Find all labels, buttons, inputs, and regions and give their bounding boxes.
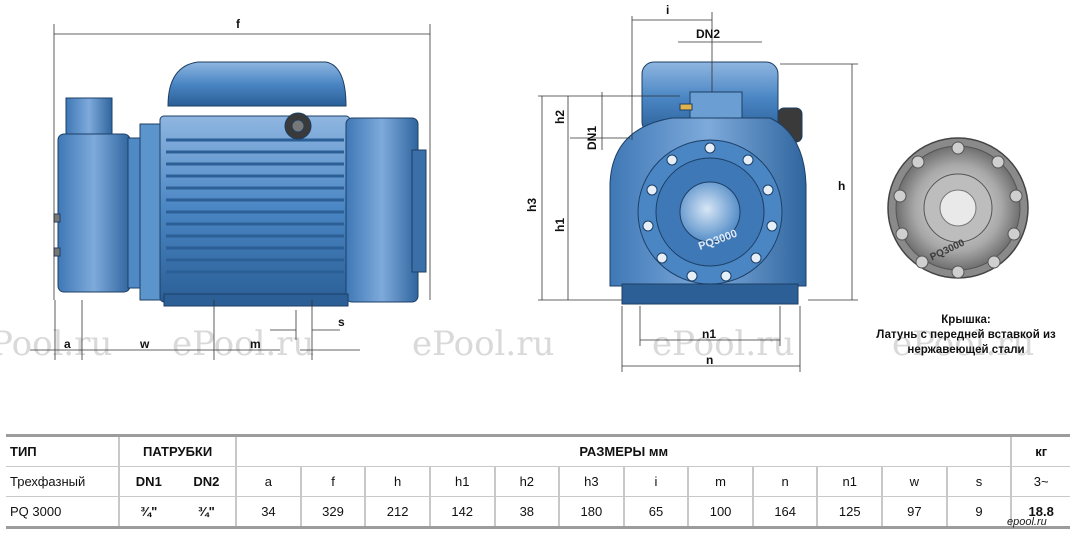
brand-logo-text: epool.ru xyxy=(1007,516,1047,528)
dim-dn2-label: DN2 xyxy=(696,27,720,41)
cover-caption: Крышка: Латунь с передней вставкой из не… xyxy=(856,313,1076,358)
col-f: f xyxy=(299,466,366,497)
header-ports: ПАТРУБКИ xyxy=(118,434,237,467)
dim-i-label: i xyxy=(666,3,669,17)
val-a: 34 xyxy=(235,496,301,529)
row-dn2: ¾" xyxy=(177,496,237,529)
cover-caption-title: Крышка: xyxy=(941,314,991,326)
row-dn1: ¾" xyxy=(118,496,178,529)
col-n1: n1 xyxy=(816,466,883,497)
table-row: PQ 3000 ¾" ¾" 34 329 212 142 38 180 65 1… xyxy=(6,496,1070,529)
watermark: ePool.ru xyxy=(652,324,794,364)
header-type: ТИП xyxy=(6,434,120,467)
watermark: ePool.ru xyxy=(412,324,554,364)
val-h: 212 xyxy=(364,496,430,529)
col-n: n xyxy=(751,466,818,497)
col-s: s xyxy=(945,466,1012,497)
watermark: ePool.ru xyxy=(0,324,112,364)
subheader-dn1: DN1 xyxy=(118,466,178,497)
row-weight: 18.8 xyxy=(1010,496,1070,529)
technical-drawing: ePool.ru ePool.ru ePool.ru ePool.ru ePoo… xyxy=(0,3,1034,372)
pump-side-view xyxy=(53,61,427,307)
val-h1: 142 xyxy=(428,496,495,529)
cover-caption-material: Латунь с передней вставкой из xyxy=(876,329,1056,341)
val-s: 9 xyxy=(945,496,1012,529)
dim-h1-label: h1 xyxy=(553,218,567,232)
val-n1: 125 xyxy=(816,496,883,529)
table-subheader-row: Трехфазный DN1 DN2 a f h h1 h2 h3 i m n … xyxy=(6,466,1070,497)
col-h2: h2 xyxy=(493,466,560,497)
col-m: m xyxy=(687,466,753,497)
cover-illustration xyxy=(887,137,1029,279)
col-a: a xyxy=(235,466,301,497)
col-w: w xyxy=(881,466,947,497)
header-dimensions: РАЗМЕРЫ мм xyxy=(235,434,1012,467)
watermark: ePool.ru xyxy=(172,324,314,364)
val-h3: 180 xyxy=(558,496,624,529)
header-weight: кг xyxy=(1010,434,1070,467)
side-view-dimensions xyxy=(30,24,431,360)
dim-m-label: m xyxy=(250,337,261,351)
col-h: h xyxy=(364,466,430,497)
dim-h2-label: h2 xyxy=(553,110,567,124)
front-view-dimensions xyxy=(538,12,858,372)
row-model: PQ 3000 xyxy=(6,496,120,529)
subheader-dn2: DN2 xyxy=(177,466,237,497)
specification-table: ТИП ПАТРУБКИ РАЗМЕРЫ мм кг Трехфазный DN… xyxy=(6,434,1070,529)
dim-s-label: s xyxy=(338,315,345,329)
val-w: 97 xyxy=(881,496,947,529)
dim-f-label: f xyxy=(236,17,241,31)
watermark: ePool.ru xyxy=(892,324,1034,364)
dim-a-label: a xyxy=(64,337,71,351)
dim-h3-label: h3 xyxy=(525,198,539,212)
cover-caption-material-2: нержавеющей стали xyxy=(907,344,1025,356)
subheader-weight: 3~ xyxy=(1010,466,1070,497)
dim-h-label: h xyxy=(838,179,845,193)
dim-w-label: w xyxy=(139,337,150,351)
pump-front-view xyxy=(609,61,807,305)
watermarks: ePool.ru ePool.ru ePool.ru ePool.ru ePoo… xyxy=(0,324,1034,364)
table-header-row: ТИП ПАТРУБКИ РАЗМЕРЫ мм кг xyxy=(6,434,1070,467)
val-m: 100 xyxy=(687,496,753,529)
col-h3: h3 xyxy=(558,466,624,497)
col-h1: h1 xyxy=(428,466,495,497)
val-h2: 38 xyxy=(493,496,560,529)
val-f: 329 xyxy=(299,496,366,529)
val-n: 164 xyxy=(751,496,818,529)
dim-dn1-label: DN1 xyxy=(585,126,599,150)
subheader-phase: Трехфазный xyxy=(6,466,120,497)
col-i: i xyxy=(622,466,689,497)
val-i: 65 xyxy=(622,496,689,529)
dim-n1-label: n1 xyxy=(702,327,716,341)
dim-n-label: n xyxy=(706,353,713,367)
